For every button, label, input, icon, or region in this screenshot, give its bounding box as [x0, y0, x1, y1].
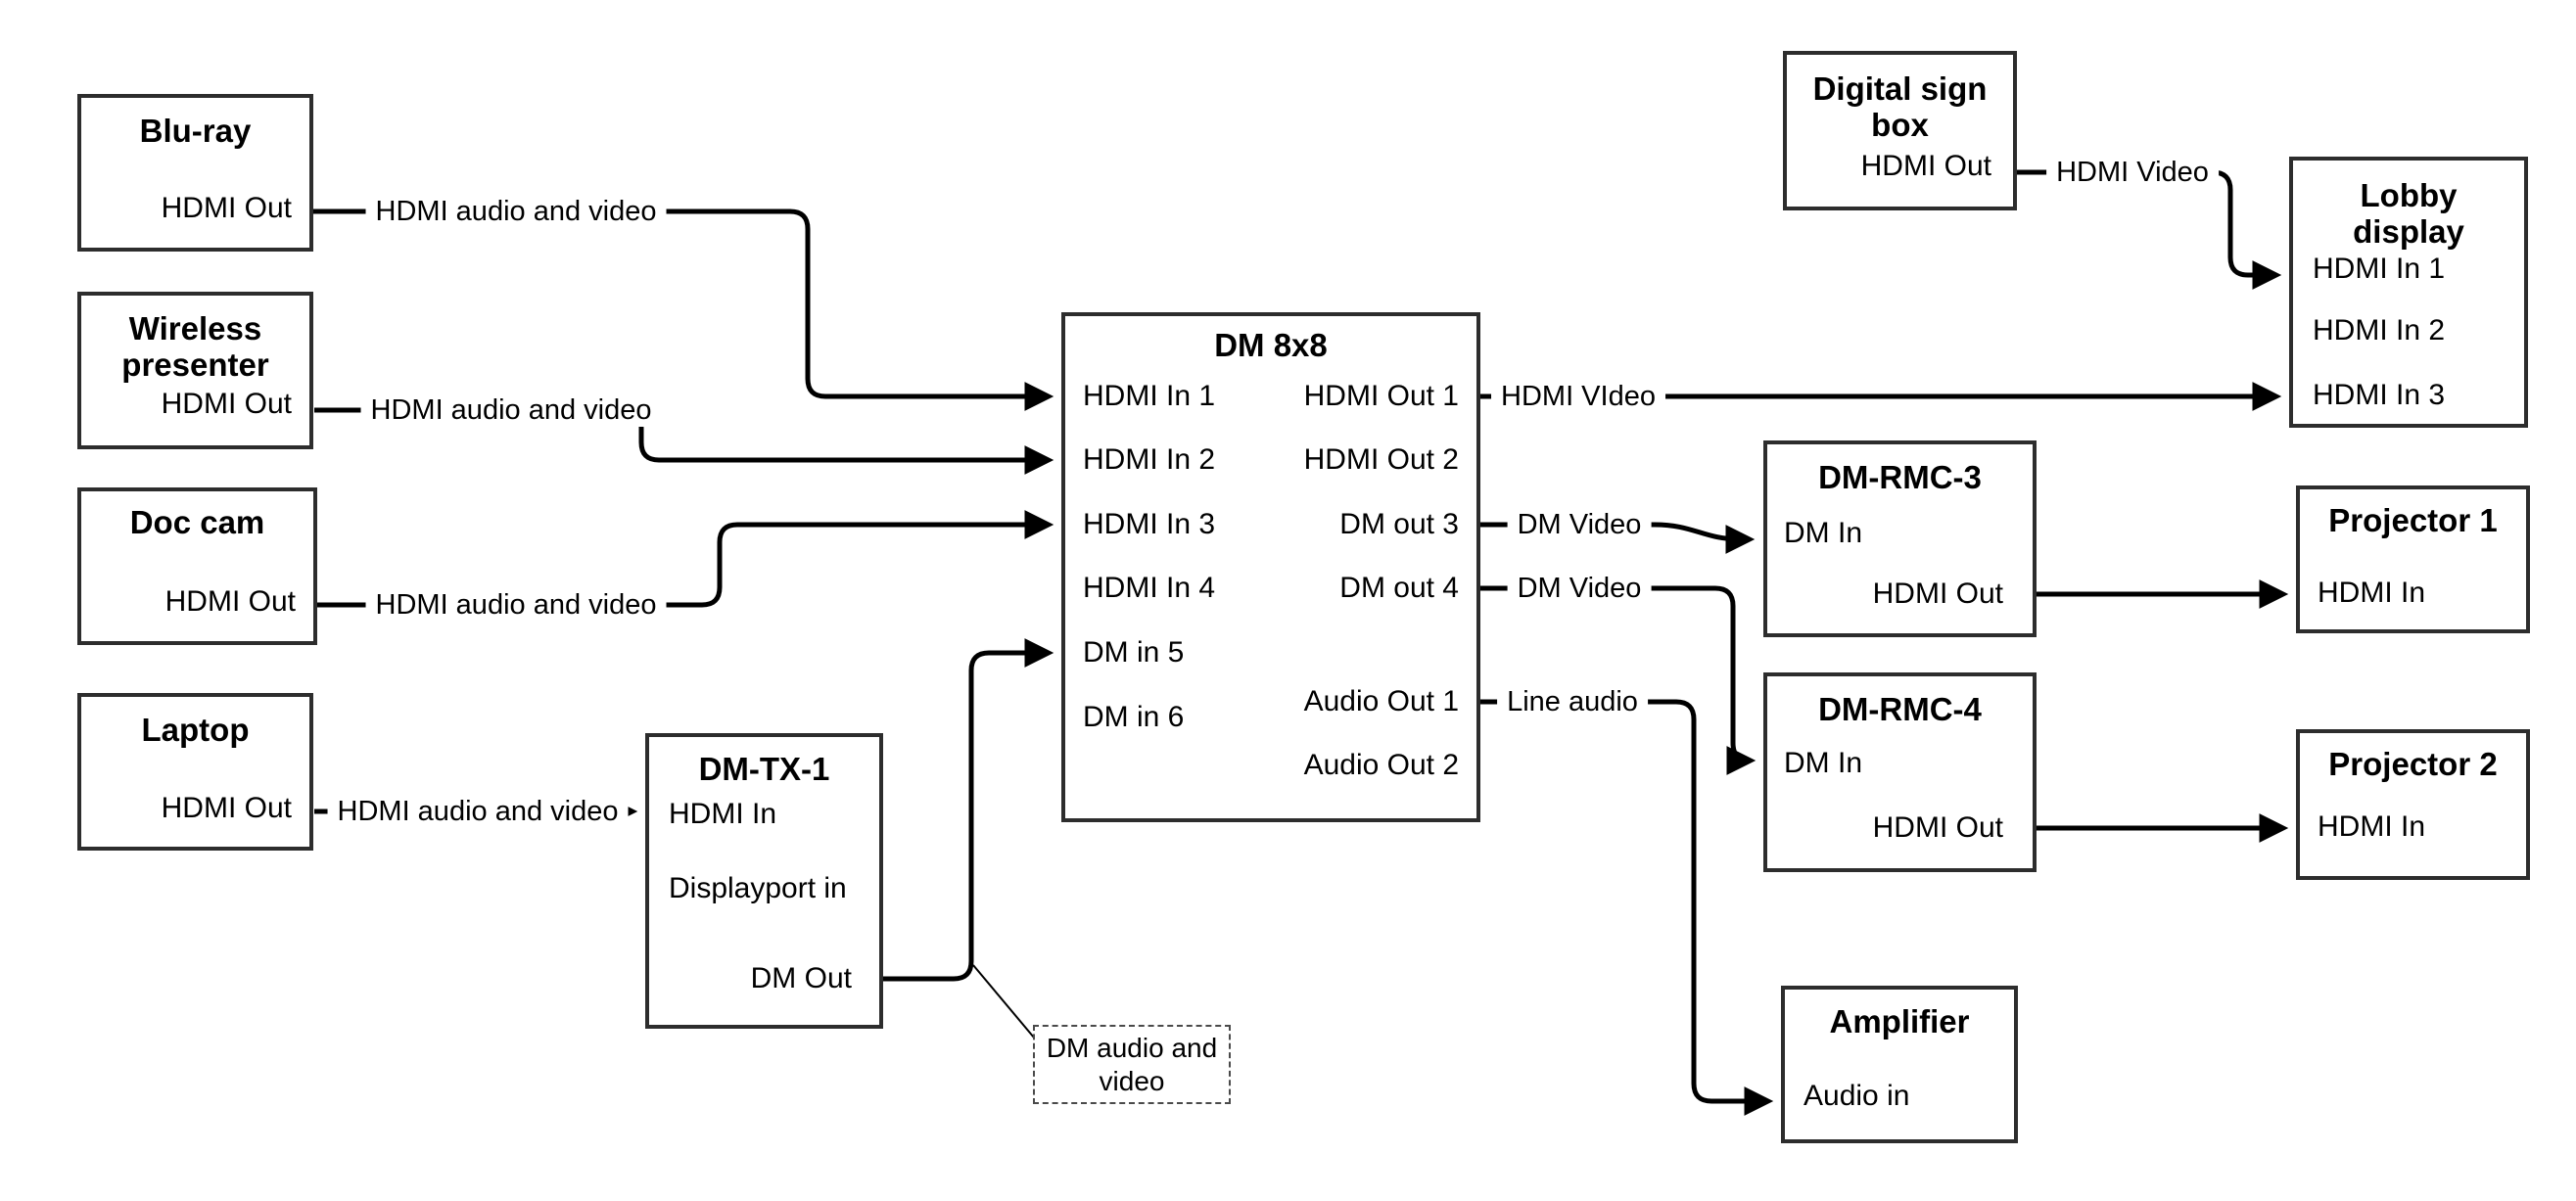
port-proj2-hdmi-in: HDMI In: [2318, 810, 2426, 843]
node-title-line: DM-RMC-4: [1818, 691, 1982, 727]
port-laptop-hdmi-out: HDMI Out: [161, 792, 292, 824]
port-dm8x8-in2: HDMI In 2: [1083, 443, 1216, 476]
port-proj1-hdmi-in: HDMI In: [2318, 577, 2426, 609]
port-dm8x8-in3: HDMI In 3: [1083, 508, 1216, 540]
port-dmtx1-dp-in: Displayport in: [669, 872, 847, 904]
port-dm8x8-out1: HDMI Out 1: [1303, 380, 1459, 412]
node-title-proj1: Projector 1: [2300, 502, 2526, 538]
node-title-dmrmc3: DM-RMC-3: [1767, 459, 2033, 495]
node-title-line: display: [2353, 213, 2464, 250]
node-proj2: Projector 2 HDMI In: [2296, 729, 2530, 880]
node-dmrmc3: DM-RMC-3 DM In HDMI Out: [1763, 440, 2037, 637]
node-title-line: box: [1871, 107, 1929, 143]
note-callout-line: [972, 964, 1035, 1039]
node-dmrmc4: DM-RMC-4 DM In HDMI Out: [1763, 672, 2037, 872]
node-title-doccam: Doc cam: [81, 504, 313, 540]
node-title-line: Wireless: [128, 310, 262, 346]
port-dm8x8-in4: HDMI In 4: [1083, 572, 1216, 604]
node-title-line: Projector 2: [2328, 746, 2498, 782]
node-title-line: DM 8x8: [1214, 327, 1328, 363]
node-title-line: Doc cam: [129, 504, 265, 540]
edge-label-wireless-dm8x8: HDMI audio and video: [360, 393, 662, 427]
port-dm8x8-in1: HDMI In 1: [1083, 380, 1216, 412]
edge-doccam-to-dm8x8-in3: [317, 510, 1054, 608]
node-title-line: Projector 1: [2328, 502, 2498, 538]
port-lobby-in2: HDMI In 2: [2313, 314, 2446, 346]
node-title-dmrmc4: DM-RMC-4: [1767, 691, 2033, 727]
port-dm8x8-out3: DM out 3: [1339, 508, 1459, 540]
node-title-bluray: Blu-ray: [81, 113, 309, 149]
node-title-line: Laptop: [141, 712, 250, 748]
node-title-line: Blu-ray: [139, 113, 252, 149]
port-dmtx1-hdmi-in: HDMI In: [669, 798, 777, 830]
edge-label-dm8x8-lobby: HDMI VIdeo: [1491, 380, 1665, 413]
port-dmrmc4-hdmi-out: HDMI Out: [1872, 811, 2003, 844]
port-dm8x8-out2: HDMI Out 2: [1303, 443, 1459, 476]
port-dm8x8-aout1: Audio Out 1: [1303, 685, 1459, 717]
node-title-line: DM-RMC-3: [1818, 459, 1982, 495]
port-dmrmc3-dm-in: DM In: [1784, 517, 1863, 549]
port-wireless-hdmi-out: HDMI Out: [161, 388, 292, 420]
port-doccam-hdmi-out: HDMI Out: [164, 585, 296, 618]
node-title-dm8x8: DM 8x8: [1065, 327, 1476, 363]
port-digitalsign-hdmi-out: HDMI Out: [1860, 150, 1991, 182]
edge-label-laptop-dmtx1: HDMI audio and video: [327, 795, 629, 828]
port-dm8x8-in6: DM in 6: [1083, 701, 1185, 733]
port-dmtx1-dm-out: DM Out: [750, 962, 852, 994]
note-text-line1: DM audio and: [1046, 1032, 1218, 1063]
node-title-proj2: Projector 2: [2300, 746, 2526, 782]
port-lobby-in1: HDMI In 1: [2313, 253, 2446, 285]
edge-label-dm8x8-amplifier: Line audio: [1497, 685, 1648, 718]
node-proj1: Projector 1 HDMI In: [2296, 485, 2530, 633]
note-text-line2: video: [1099, 1065, 1165, 1096]
port-dmrmc3-hdmi-out: HDMI Out: [1872, 577, 2003, 610]
note-dm-audio-and-video: DM audio and video: [1033, 1025, 1231, 1104]
edge-label-digitalsign-lobby: HDMI Video: [2046, 156, 2219, 189]
edge-digitalsign-to-lobby-in1: [2017, 169, 2282, 290]
node-title-line: DM-TX-1: [698, 751, 830, 787]
port-dm8x8-aout2: Audio Out 2: [1303, 749, 1459, 781]
port-bluray-hdmi-out: HDMI Out: [161, 192, 292, 224]
node-title-dmtx1: DM-TX-1: [649, 751, 879, 787]
port-dm8x8-in5: DM in 5: [1083, 636, 1185, 669]
node-title-line: Digital sign: [1812, 70, 1988, 107]
edge-dm8x8-aout1-to-amplifier: [1480, 699, 1774, 1116]
node-title-line: presenter: [121, 346, 269, 383]
node-title-line: Amplifier: [1829, 1003, 1970, 1039]
port-dm8x8-out4: DM out 4: [1339, 572, 1459, 604]
node-title-amplifier: Amplifier: [1785, 1003, 2014, 1039]
edge-dm8x8-out4-to-dmrmc4-dmin: [1480, 585, 1756, 775]
node-title-line: Lobby: [2360, 177, 2458, 213]
port-lobby-in3: HDMI In 3: [2313, 379, 2446, 411]
port-dmrmc4-dm-in: DM In: [1784, 747, 1863, 779]
edge-label-dm8x8-dmrmc4: DM Video: [1507, 572, 1652, 605]
edge-bluray-to-dm8x8-in1: [313, 208, 1054, 411]
edge-dmtx1-dmout-to-dm8x8-in5: [883, 638, 1054, 982]
edge-label-doccam-dm8x8: HDMI audio and video: [365, 588, 667, 622]
edge-label-bluray-dm8x8: HDMI audio and video: [365, 195, 667, 228]
edge-dm8x8-out3-to-dmrmc3-dmin: [1480, 522, 1756, 554]
node-title-laptop: Laptop: [81, 712, 309, 748]
edge-label-dm8x8-dmrmc3: DM Video: [1507, 508, 1652, 541]
port-amplifier-audio-in: Audio in: [1803, 1080, 1910, 1112]
